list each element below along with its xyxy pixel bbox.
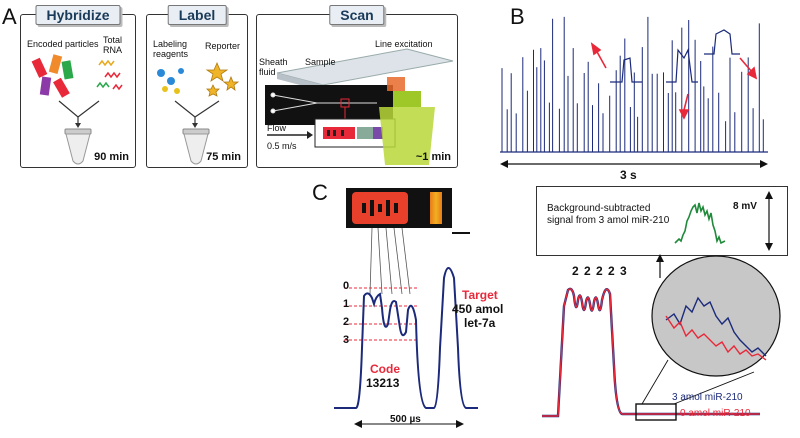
panel-letter-b: B — [510, 4, 525, 29]
label-time: 75 min — [206, 151, 241, 163]
red-trace — [542, 288, 760, 417]
scale-double-arrow — [765, 191, 773, 251]
label-box: Label Labeling reagents Reporter 75 min — [146, 5, 248, 168]
level-1: 1 — [343, 298, 350, 310]
up-arrow — [656, 254, 664, 278]
microfluidic-chip — [276, 48, 454, 86]
red-arrows — [590, 42, 758, 120]
b-duration-label: 3 s — [620, 168, 637, 182]
flow-label: Flow — [267, 123, 287, 133]
reporter-icons — [205, 61, 240, 97]
code-guide-lines — [369, 227, 411, 295]
code-digits: 2 2 2 2 3 — [572, 264, 628, 278]
particle-code-region — [323, 127, 355, 139]
tube-icon — [64, 128, 92, 165]
target-amount: 450 amol — [452, 302, 504, 316]
code-region-image — [352, 192, 408, 224]
excitation-beam — [379, 107, 435, 165]
scan-time: ~1 min — [415, 151, 451, 163]
panel-b-trace — [500, 16, 768, 168]
panel-c-profile — [334, 227, 478, 428]
scan-title: Scan — [329, 5, 385, 25]
flow-speed-label: 0.5 m/s — [267, 141, 297, 151]
legend-red: 0 amol miR-210 — [680, 408, 751, 419]
profile-trace — [334, 267, 478, 409]
line-excitation-label: Line excitation — [375, 39, 433, 49]
green-signal-trace — [674, 202, 726, 245]
labeling-reagents-label: Labeling reagents — [153, 39, 189, 59]
encoded-particle-icons — [31, 54, 74, 98]
label-title: Label — [167, 5, 227, 25]
hybridize-time: 90 min — [94, 151, 129, 163]
rna-strand-icons — [96, 59, 123, 91]
scan-illustration — [265, 48, 454, 165]
signal-spikes — [500, 16, 768, 153]
panel-letter-c: C — [312, 180, 328, 205]
legend-blue: 3 amol miR-210 — [672, 392, 743, 403]
target-label: Target — [462, 288, 498, 302]
overlay-traces — [542, 255, 781, 421]
inset-peak-2 — [666, 47, 698, 83]
inset-peak-1 — [610, 57, 642, 83]
level-0: 0 — [343, 280, 350, 292]
hybridize-title: Hybridize — [35, 5, 121, 25]
zoom-box — [635, 403, 677, 421]
tube-icon — [182, 128, 210, 165]
channel-inset — [265, 85, 393, 125]
background-signal-box: Background-subtracted signal from 3 amol… — [536, 186, 788, 256]
width-label: 500 µs — [390, 414, 421, 425]
laser-spot — [387, 77, 405, 91]
inset-peak-3 — [704, 29, 740, 55]
zoom-blue-trace — [665, 296, 767, 357]
zoom-red-trace — [665, 315, 767, 361]
particle-probe-region — [357, 127, 373, 139]
target-region-image — [430, 192, 442, 224]
hybridize-illustration — [31, 54, 123, 165]
code-label: Code — [370, 362, 400, 376]
scan-box: Scan Sheath fluid Sample Line excitation — [256, 5, 458, 168]
particle-image — [346, 188, 452, 228]
hybridize-box: Hybridize Encoded particles Total RNA 90… — [20, 5, 136, 168]
panel-letter-a: A — [2, 4, 17, 29]
reporter-label: Reporter — [205, 41, 241, 51]
reagent-icons — [157, 68, 184, 94]
label-illustration — [157, 61, 240, 165]
level-3: 3 — [343, 334, 350, 346]
scale-label: 8 mV — [733, 201, 757, 212]
total-rna-label: Total RNA — [103, 35, 123, 55]
code-value: 13213 — [366, 376, 400, 390]
target-name: let-7a — [464, 316, 496, 330]
sheath-fluid-label: Sheath fluid — [259, 57, 288, 77]
encoded-particles-label: Encoded particles — [27, 39, 99, 49]
scale-bar — [452, 232, 470, 234]
level-2: 2 — [343, 316, 350, 328]
sample-label: Sample — [305, 57, 336, 67]
background-signal-label: Background-subtracted signal from 3 amol… — [547, 203, 670, 226]
